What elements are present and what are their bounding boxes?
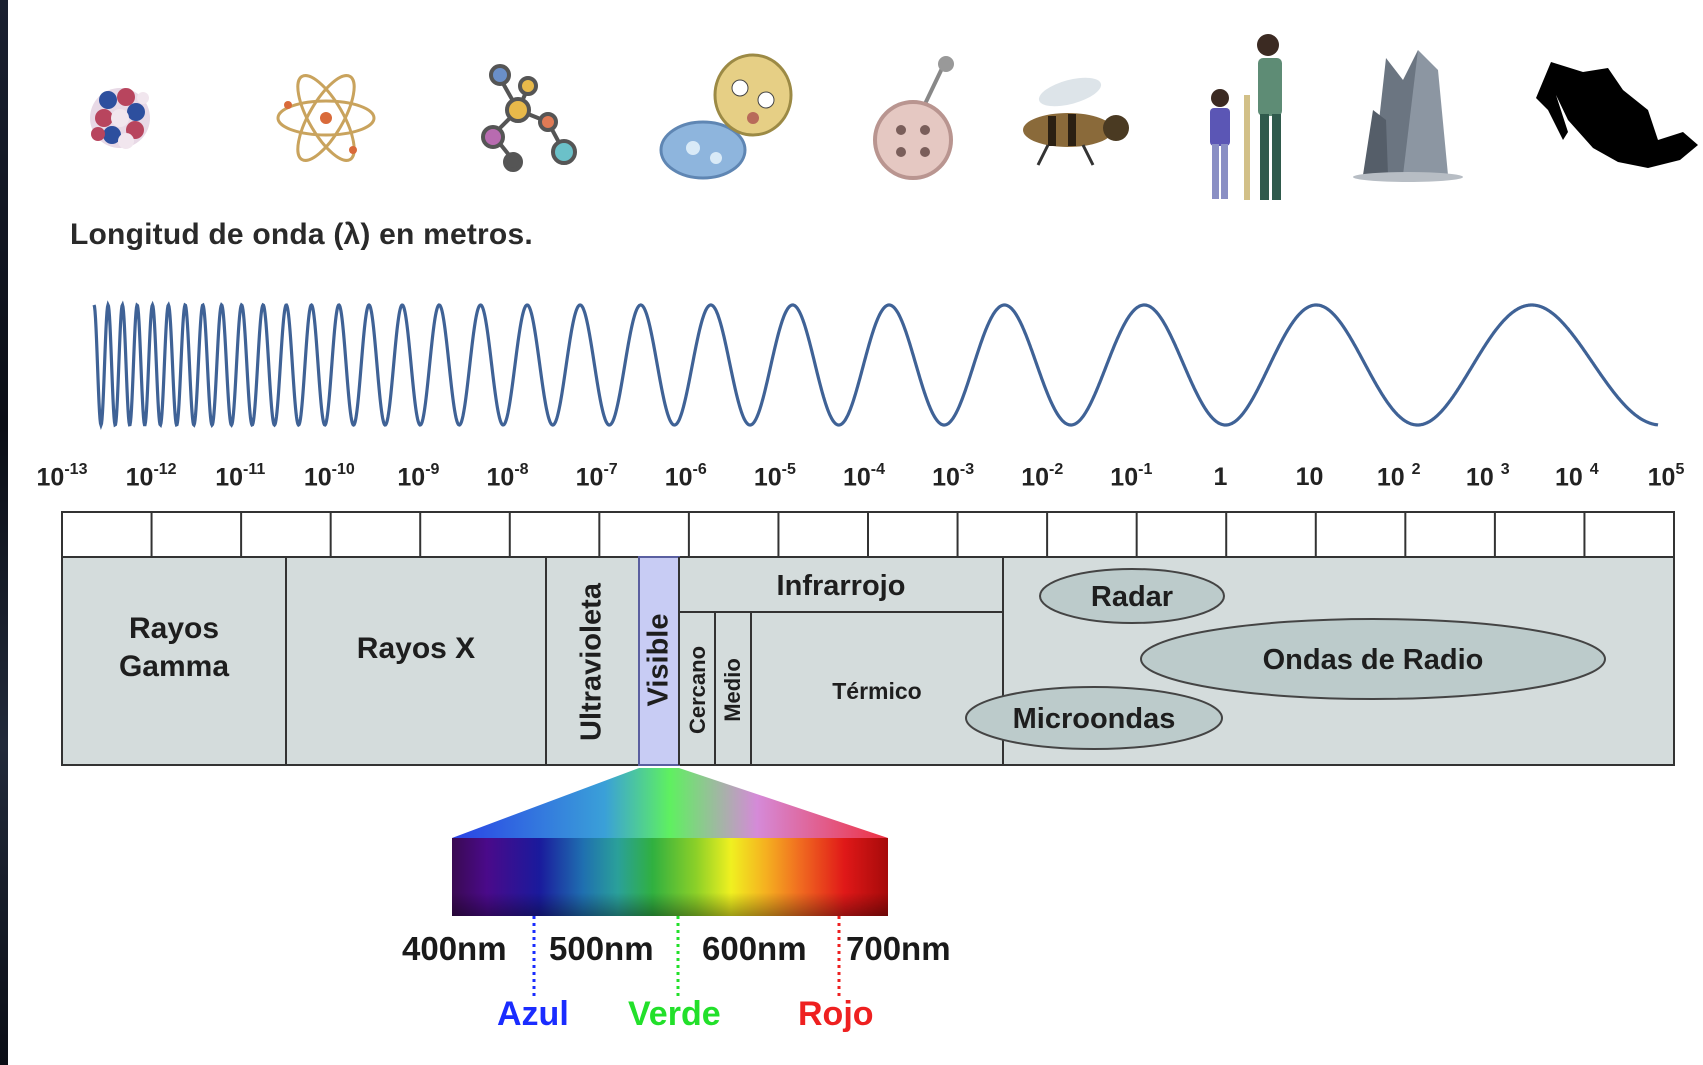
- nm-label-600: 600nm: [702, 930, 807, 967]
- thermal-infrared-label: Térmico: [832, 678, 922, 704]
- tick-label: 10-13: [22, 461, 102, 492]
- tick-label: 10-4: [824, 461, 904, 492]
- bee-icon: [1023, 77, 1129, 166]
- tick-label: 10 4: [1537, 461, 1617, 492]
- tick-label: 10 3: [1448, 461, 1528, 492]
- visible-fan: [452, 768, 888, 838]
- gamma-label: Rayos Gamma: [62, 610, 286, 686]
- tick-label: 10-2: [1002, 461, 1082, 492]
- tick-base: 10: [575, 463, 604, 492]
- tick-base: 10: [397, 463, 426, 492]
- atom-icon: [276, 74, 376, 162]
- tick-label: 10-7: [557, 461, 637, 492]
- nm-label-500: 500nm: [549, 930, 654, 967]
- tick-label: 10 2: [1359, 461, 1439, 492]
- tick-exponent: -1: [1138, 461, 1153, 478]
- scale-ruler: [61, 511, 1675, 558]
- tick-label: 10-12: [111, 461, 191, 492]
- visible-label: Visible: [642, 613, 675, 707]
- tick-base: 10: [125, 463, 154, 492]
- tick-base: 10: [1021, 463, 1049, 492]
- needle-button-icon: [873, 56, 954, 180]
- tick-base: 10: [303, 463, 332, 492]
- tick-base: 10: [1555, 463, 1590, 492]
- tick-exponent: 3: [1500, 461, 1510, 478]
- tick-base: 10: [1376, 463, 1412, 492]
- tick-base: 10: [36, 463, 65, 492]
- tick-label: 10-3: [913, 461, 993, 492]
- tick-exponent: -10: [331, 461, 355, 478]
- tick-base: 10: [753, 463, 782, 492]
- tick-exponent: 5: [1675, 461, 1685, 478]
- color-label-green: Verde: [628, 995, 721, 1033]
- mid-infrared-label: Medio: [720, 658, 745, 722]
- spectrum-chart: [61, 511, 1675, 1000]
- tick-base: 10: [215, 463, 243, 492]
- tick-base: 10: [1110, 463, 1139, 492]
- wavelength-wave: [92, 300, 1659, 431]
- tick-exponent: -7: [603, 461, 618, 478]
- diagram-title: Longitud de onda (λ) en metros.: [70, 218, 533, 251]
- tick-exponent: -6: [692, 461, 707, 478]
- color-label-red: Rojo: [798, 995, 874, 1033]
- infrared-label: Infrarrojo: [776, 570, 906, 602]
- near-infrared-label: Cercano: [685, 645, 710, 735]
- tick-label: 10-11: [200, 461, 280, 492]
- molecule-icon: [481, 64, 577, 172]
- tick-base: 10: [842, 463, 871, 492]
- radar-ellipse: [1039, 568, 1225, 624]
- tick-base: 10: [1465, 463, 1501, 492]
- tick-base: 10: [1647, 463, 1676, 492]
- radar-label: Radar: [1090, 581, 1174, 613]
- xray-label: Rayos X: [356, 632, 476, 665]
- color-label-blue: Azul: [497, 995, 569, 1033]
- tick-base: 10: [932, 463, 960, 492]
- tick-base: 10: [1295, 463, 1324, 491]
- tick-exponent: -2: [1049, 461, 1064, 478]
- tick-label: 10-8: [468, 461, 548, 492]
- gamma-label-line2: Gamma: [118, 650, 230, 683]
- tick-label: 10-10: [289, 461, 369, 492]
- microwave-ellipse: [965, 686, 1223, 750]
- tick-exponent: -9: [425, 461, 440, 478]
- tick-label: 10-5: [735, 461, 815, 492]
- tick-label: 10: [1270, 463, 1350, 492]
- tick-label: 10-9: [378, 461, 458, 492]
- tick-exponent: -12: [153, 461, 177, 478]
- microwave-label: Microondas: [1012, 703, 1176, 735]
- tick-exponent: -11: [243, 461, 266, 478]
- tick-exponent: -8: [514, 461, 529, 478]
- tick-label: 1: [1180, 463, 1260, 492]
- nm-label-700: 700nm: [846, 930, 951, 967]
- tick-exponent: 2: [1411, 461, 1421, 478]
- background-edge: [0, 0, 8, 1065]
- tick-exponent: 4: [1589, 461, 1599, 478]
- tick-label: 105: [1626, 461, 1703, 492]
- atomic-nucleus-icon: [90, 88, 150, 149]
- tick-exponent: -5: [781, 461, 796, 478]
- mexico-map-icon: [1536, 62, 1698, 168]
- ultraviolet-label: Ultravioleta: [575, 583, 608, 741]
- tick-base: 1: [1213, 463, 1228, 491]
- gamma-label-line1: Rayos: [128, 612, 220, 645]
- wave-graphic: [92, 300, 1659, 431]
- tick-exponent: -13: [64, 461, 88, 478]
- skyscraper-icon: [1353, 50, 1463, 182]
- tick-label: 10-6: [646, 461, 726, 492]
- radio-waves-label: Ondas de Radio: [1262, 644, 1484, 676]
- scale-illustrations: [90, 34, 1698, 200]
- people-icon: [1210, 34, 1282, 200]
- tick-base: 10: [486, 463, 515, 492]
- tick-exponent: -4: [870, 461, 886, 478]
- radio-waves-ellipse: [1140, 618, 1606, 700]
- tick-exponent: -3: [959, 461, 975, 478]
- tick-label: 10-1: [1091, 461, 1171, 492]
- tick-base: 10: [664, 463, 693, 492]
- cells-icon: [659, 53, 793, 180]
- nm-label-400: 400nm: [402, 930, 507, 967]
